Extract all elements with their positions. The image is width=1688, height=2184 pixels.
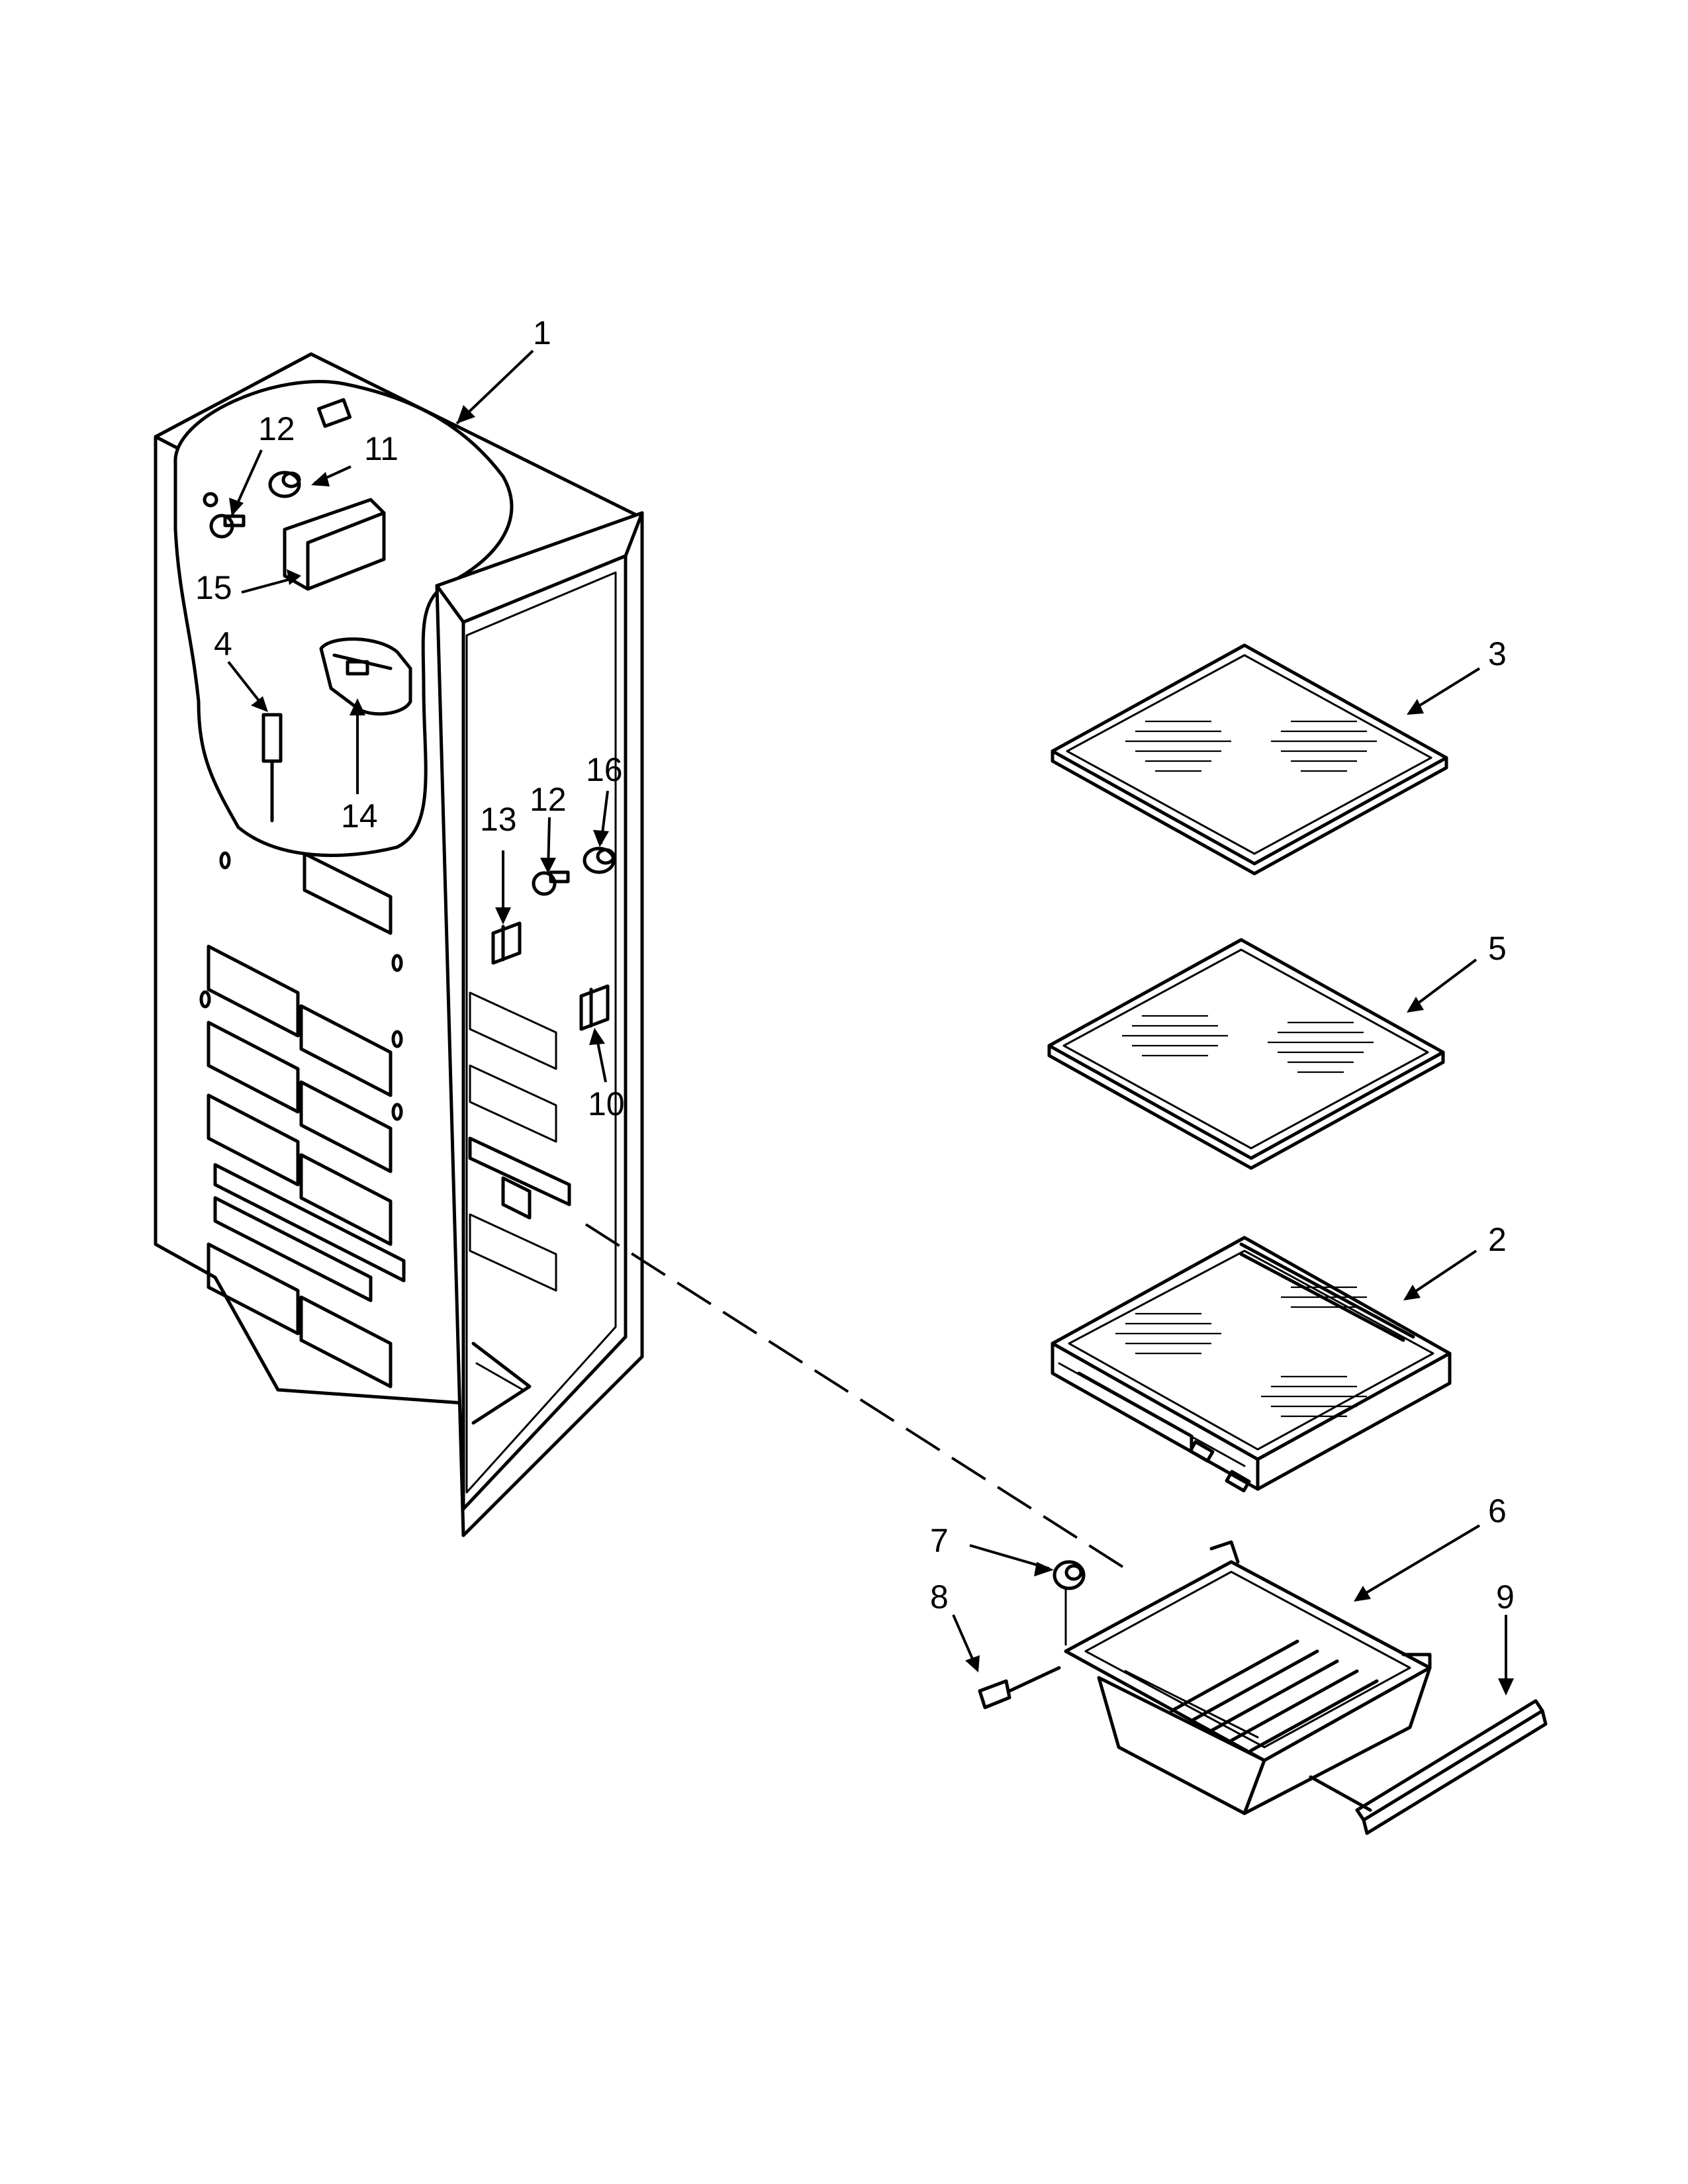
callout-13: 13: [480, 801, 517, 838]
wheel-part-7: [1053, 1560, 1086, 1646]
callout-8: 8: [930, 1578, 949, 1615]
light-shield-part-15: [283, 498, 386, 591]
framed-shelf-part-2: [1051, 1236, 1452, 1492]
assembly-guide-line: [585, 1223, 1127, 1570]
callout-15: 15: [195, 569, 232, 606]
callout-2: 2: [1488, 1221, 1507, 1258]
callout-7: 7: [930, 1522, 949, 1559]
screw-part-8: [978, 1666, 1061, 1709]
leader-lines: [227, 349, 1514, 1696]
switch-part-13: [491, 921, 522, 965]
drawer-rail-part-9: [1309, 1699, 1548, 1835]
light-bulb-part-12-upper: [203, 492, 246, 539]
callout-4: 4: [214, 625, 232, 662]
callout-5: 5: [1488, 930, 1507, 967]
callout-14: 14: [341, 797, 378, 835]
thermistor-part-4: [261, 713, 283, 823]
light-bulb-part-12-lower: [532, 870, 570, 896]
callout-9: 9: [1496, 1578, 1515, 1615]
control-housing-part-14: [319, 637, 412, 716]
liner-vents: [207, 852, 406, 1388]
crisper-drawer-part-6: [1064, 1540, 1432, 1815]
glass-shelf-part-5: [1047, 938, 1445, 1170]
callout-16: 16: [586, 751, 623, 788]
socket-part-16: [583, 846, 616, 874]
light-socket-part-11: [268, 471, 301, 498]
callout-12b: 12: [530, 781, 567, 818]
callout-6: 6: [1488, 1492, 1507, 1529]
callout-3: 3: [1488, 635, 1507, 672]
glass-shelf-part-3: [1051, 643, 1448, 876]
callout-1: 1: [533, 314, 551, 351]
callout-labels: 1 2 3 4 5 6 7 8 9 10 11 12 12 13 14 15 1…: [195, 314, 1515, 1615]
callout-11: 11: [364, 430, 399, 467]
switch-part-10: [579, 984, 610, 1031]
callout-12a: 12: [258, 410, 295, 447]
callout-10: 10: [588, 1085, 625, 1122]
